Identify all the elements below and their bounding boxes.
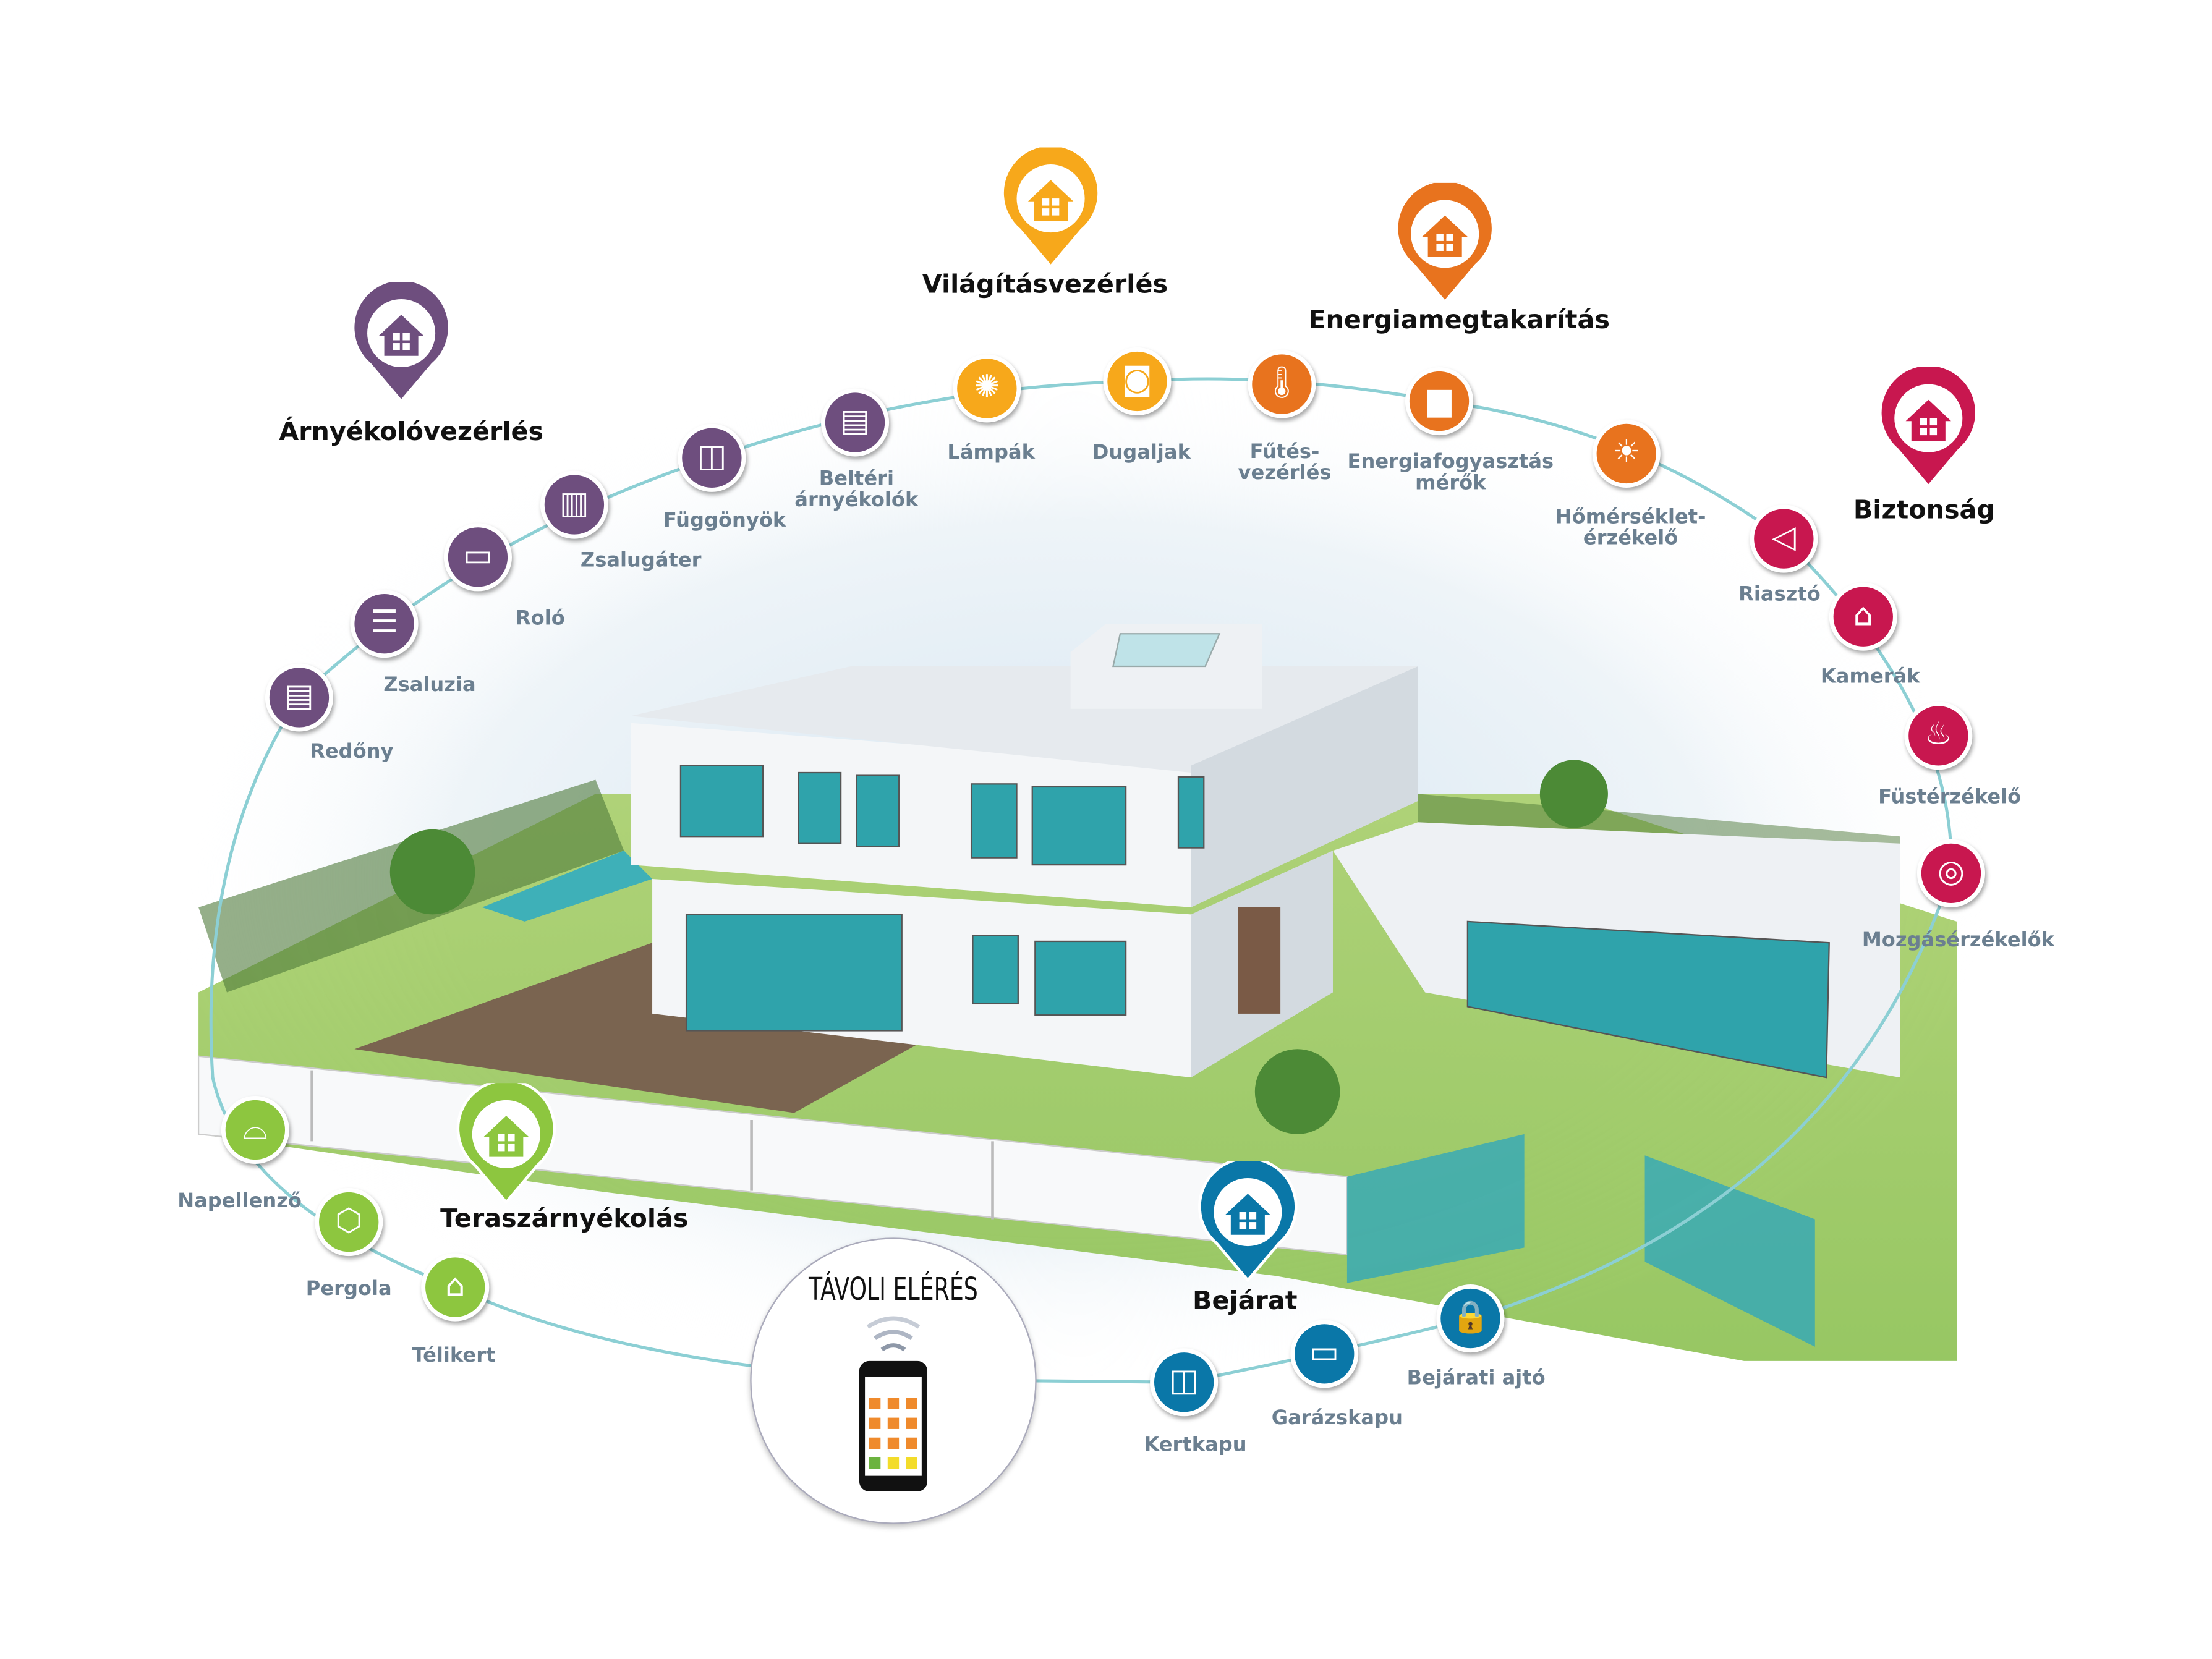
security-category-pin[interactable] xyxy=(1878,363,1980,489)
smartphone-icon xyxy=(859,1316,928,1491)
feature-label: Napellenző xyxy=(177,1190,302,1213)
feature-button[interactable]: ✺ xyxy=(953,354,1021,423)
garage-door-icon: ▭ xyxy=(1309,1335,1340,1371)
energy-category-label: Energiamegtakarítás xyxy=(1308,305,1610,336)
remote-access-panel: TÁVOLI ELÉRÉS xyxy=(750,1237,1037,1524)
shading-category-label: Árnyékolóvezérlés xyxy=(279,417,544,448)
lighting-category-pin[interactable] xyxy=(1000,143,1102,269)
feature-label: Energiafogyasztás mérők xyxy=(1347,451,1554,495)
feature-label: Télikert xyxy=(412,1344,496,1368)
feature-button[interactable]: ▆ xyxy=(1405,367,1474,436)
feature-button[interactable]: ▭ xyxy=(1290,1320,1359,1388)
motion-icon: ◎ xyxy=(1937,855,1965,891)
feature-button[interactable]: ☀ xyxy=(1592,419,1661,488)
feature-label: Kamerák xyxy=(1820,665,1920,689)
curtains-icon: ◫ xyxy=(697,439,727,475)
house-pin-icon xyxy=(1395,179,1495,305)
shading-category-pin[interactable] xyxy=(351,278,453,404)
feature-button[interactable]: ▤ xyxy=(820,388,890,457)
feature-label: Roló xyxy=(515,607,565,630)
camera-icon: ⌂ xyxy=(1853,598,1873,634)
feature-label: Fűtés- vezérlés xyxy=(1238,441,1332,485)
garden-gate-icon: ◫ xyxy=(1169,1364,1199,1399)
feature-label: Zsaluzia xyxy=(383,674,476,697)
roller-shutter-icon: ▤ xyxy=(284,679,314,715)
entrance-category-pin[interactable] xyxy=(1197,1156,1299,1283)
remote-access-title: TÁVOLI ELÉRÉS xyxy=(809,1273,978,1309)
feature-button[interactable]: ◁ xyxy=(1750,504,1818,573)
terrace-category-pin[interactable] xyxy=(455,1079,557,1205)
feature-button[interactable]: ⌂ xyxy=(1829,582,1897,651)
feature-button[interactable]: ▤ xyxy=(265,663,333,732)
feature-label: Zsalugáter xyxy=(580,549,702,572)
bar-chart-icon: ▆ xyxy=(1427,383,1452,418)
house-pin-icon xyxy=(1001,143,1100,269)
feature-button[interactable]: 🔒 xyxy=(1436,1284,1505,1353)
feature-label: Redőny xyxy=(310,740,394,764)
feature-button[interactable]: ▭ xyxy=(443,523,512,592)
feature-label: Beltéri árnyékolók xyxy=(794,467,919,512)
entrance-category-label: Bejárat xyxy=(1193,1286,1298,1317)
feature-button[interactable]: ⌂ xyxy=(421,1253,490,1322)
feature-button[interactable]: 🌡 xyxy=(1248,350,1316,418)
conservatory-icon: ⌂ xyxy=(445,1268,466,1305)
socket-icon: ◙ xyxy=(1121,363,1152,399)
terrace-category-label: Teraszárnyékolás xyxy=(440,1204,689,1234)
shutters-icon: ▥ xyxy=(559,486,589,522)
feature-button[interactable]: ◙ xyxy=(1103,347,1172,416)
house-pin-icon xyxy=(456,1079,556,1205)
house-pin-icon xyxy=(1879,363,1978,489)
feature-button[interactable]: ⌓ xyxy=(221,1095,289,1165)
speaker-icon: ◁ xyxy=(1771,520,1796,556)
energy-category-pin[interactable] xyxy=(1394,179,1496,305)
feature-label: Riasztó xyxy=(1738,583,1821,606)
sun-icon: ☀ xyxy=(1612,435,1641,471)
flame-icon: ♨ xyxy=(1924,717,1952,753)
security-category-label: Biztonság xyxy=(1853,495,1995,525)
lock-icon: 🔒 xyxy=(1451,1300,1490,1336)
feature-button[interactable]: ▥ xyxy=(540,470,608,539)
feature-label: Mozgásérzékelők xyxy=(1861,929,2055,953)
feature-label: Dugaljak xyxy=(1092,441,1191,465)
feature-button[interactable]: ☰ xyxy=(350,590,419,658)
feature-label: Füstérzékelő xyxy=(1878,786,2022,809)
feature-button[interactable]: ♨ xyxy=(1904,702,1973,770)
roller-blind-icon: ▭ xyxy=(463,538,493,574)
feature-label: Bejárati ajtó xyxy=(1406,1367,1546,1390)
thermometer-icon: 🌡 xyxy=(1262,365,1302,402)
pergola-icon: ⬡ xyxy=(335,1203,363,1239)
feature-label: Garázskapu xyxy=(1271,1407,1403,1430)
feature-button[interactable]: ◫ xyxy=(678,423,746,492)
house-pin-icon xyxy=(1198,1156,1298,1283)
feature-label: Pergola xyxy=(305,1278,392,1301)
indoor-shade-icon: ▤ xyxy=(840,404,870,440)
feature-button[interactable]: ◫ xyxy=(1150,1348,1219,1417)
bulb-icon: ✺ xyxy=(974,370,1000,405)
feature-button[interactable]: ⬡ xyxy=(315,1188,383,1257)
venetian-blind-icon: ☰ xyxy=(370,605,399,641)
feature-label: Hőmérséklet- érzékelő xyxy=(1555,506,1706,550)
feature-label: Függönyök xyxy=(663,509,786,533)
feature-label: Lámpák xyxy=(947,441,1036,465)
feature-label: Kertkapu xyxy=(1144,1433,1247,1457)
feature-button[interactable]: ◎ xyxy=(1916,839,1986,907)
house-pin-icon xyxy=(351,278,451,404)
lighting-category-label: Világításvezérlés xyxy=(922,269,1168,300)
awning-icon: ⌓ xyxy=(242,1111,268,1147)
